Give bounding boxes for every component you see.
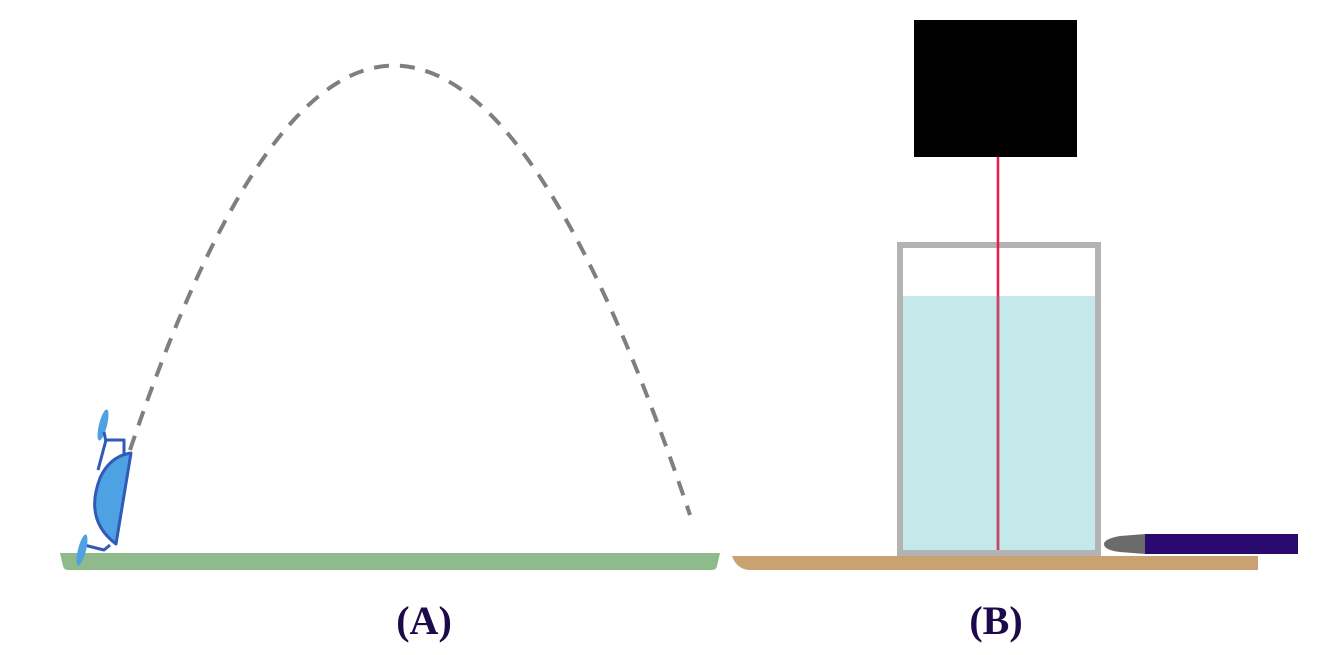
drone-icon: [76, 409, 133, 566]
propeller-top: [97, 409, 109, 441]
trajectory-arc: [128, 63, 692, 516]
propeller-bottom: [76, 534, 88, 566]
panel-b: (B): [732, 20, 1298, 643]
sensor-box: [914, 20, 1077, 157]
pen-body: [1145, 534, 1298, 554]
drone-body: [93, 451, 133, 546]
pen-tip: [1104, 534, 1146, 554]
panel-b-label: (B): [969, 598, 1022, 643]
panel-a: (A): [60, 63, 720, 643]
table: [732, 556, 1258, 570]
propeller-top-shaft: [102, 431, 108, 443]
drone-frame: [83, 438, 126, 552]
pen-icon: [1104, 534, 1298, 554]
panel-a-label: (A): [396, 598, 452, 643]
ground-strip: [60, 553, 720, 570]
